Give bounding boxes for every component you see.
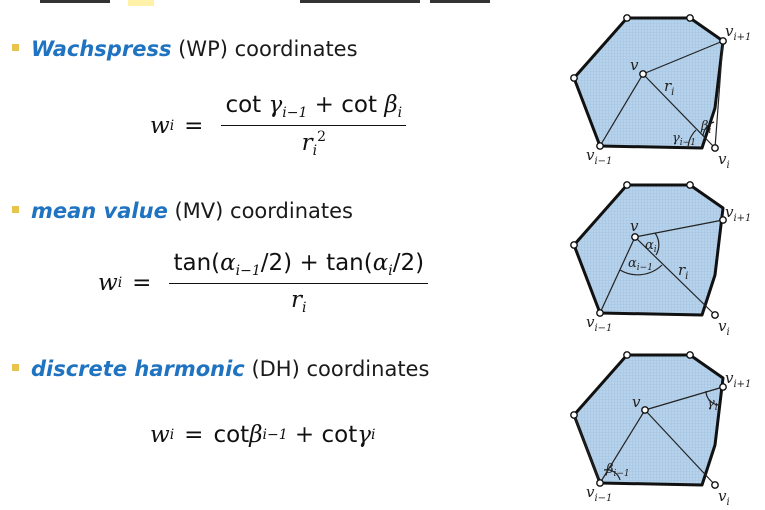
r-symbol: r [301, 130, 313, 156]
subscript: i−1 [282, 105, 308, 121]
discrete-harmonic-diagram: v vi+1 γi βi−1 vi−1 vi [570, 351, 751, 508]
lhs-variable: w [150, 422, 170, 448]
bullet-marker [12, 206, 19, 213]
polygon [572, 353, 725, 487]
label-v: v [630, 217, 639, 235]
fraction: cot γi−1 + cot βi ri2 [221, 92, 407, 159]
spokes [599, 219, 724, 316]
cot-function: cot [213, 422, 250, 448]
label-v-prev: vi−1 [586, 483, 612, 504]
text-fragment [430, 0, 490, 3]
r-symbol: r [291, 287, 303, 313]
label-r: ri [664, 77, 674, 98]
alpha-symbol: α [220, 250, 236, 276]
label-r: ri [678, 261, 688, 282]
label-beta: βi [700, 119, 712, 136]
vertex-points [570, 14, 727, 152]
subscript: i [312, 143, 318, 159]
mean-value-diagram: v vi+1 αi αi−1 ri vi−1 vi [570, 181, 751, 338]
subscript: i [302, 300, 307, 316]
spokes [573, 386, 724, 486]
tan-function: tan( [326, 250, 373, 276]
bullet-marker [12, 44, 19, 51]
polygon [572, 16, 725, 150]
divide-by-two: /2) [260, 250, 293, 276]
cropped-header-strip [0, 0, 765, 14]
label-v-prev: vi−1 [586, 146, 612, 167]
highlight-mark [128, 0, 154, 6]
lhs-subscript: i [117, 275, 123, 291]
text-fragment [300, 0, 420, 3]
term-discrete-harmonic: discrete harmonic [31, 357, 245, 381]
plus-sign: + [292, 250, 327, 276]
label-gamma: γi−1 [672, 131, 696, 148]
lhs-variable: w [150, 112, 170, 139]
vertex-points [570, 351, 727, 489]
text-fragment [40, 0, 110, 3]
heading-suffix: (WP) coordinates [171, 37, 358, 61]
equals-sign: = [184, 112, 204, 139]
cot-function: cot [341, 92, 385, 118]
term-mean-value: mean value [31, 199, 168, 223]
lhs-subscript: i [169, 117, 175, 134]
lhs-subscript: i [169, 427, 175, 443]
subscript: i [397, 105, 403, 121]
beta-symbol: β [249, 422, 263, 448]
label-v-i: vi [718, 150, 730, 171]
label-v: v [630, 56, 639, 74]
equals-sign: = [184, 422, 204, 448]
term-wachspress: Wachspress [31, 37, 172, 61]
vertex-points [570, 181, 727, 319]
numerator: tan(αi−1/2) + tan(αi/2) [169, 250, 429, 284]
tan-function: tan( [173, 250, 221, 276]
label-v-i: vi [718, 317, 730, 338]
label-alpha-prev: αi−1 [628, 256, 653, 273]
fraction: tan(αi−1/2) + tan(αi/2) ri [169, 250, 429, 316]
exponent: 2 [317, 129, 326, 145]
mean-value-heading: mean value (MV) coordinates [12, 198, 353, 224]
label-alpha: αi [645, 238, 657, 255]
gamma-symbol: γ [357, 422, 372, 448]
beta-symbol: β [384, 92, 398, 118]
subscript: i [371, 427, 376, 443]
label-v-i: vi [718, 487, 730, 508]
equals-sign: = [132, 270, 152, 296]
label-v-next: vi+1 [725, 369, 751, 390]
heading-suffix: (DH) coordinates [244, 357, 430, 381]
denominator: ri [291, 284, 306, 316]
subscript: i−1 [235, 263, 261, 279]
wachspress-diagram: v vi+1 ri βi γi−1 vi−1 vi [570, 14, 751, 171]
alpha-symbol: α [372, 250, 389, 276]
label-v-next: vi+1 [725, 22, 751, 43]
subscript: i [388, 263, 393, 279]
discrete-harmonic-heading: discrete harmonic (DH) coordinates [12, 356, 429, 382]
label-v-next: vi+1 [725, 203, 751, 224]
subscript: i−1 [262, 427, 288, 443]
wachspress-heading: Wachspress (WP) coordinates [12, 36, 358, 62]
gamma-symbol: γ [268, 92, 283, 118]
denominator: ri2 [302, 126, 326, 159]
plus-sign: + [307, 92, 342, 118]
divide-by-two: /2) [392, 250, 425, 276]
plus-sign: + [287, 422, 322, 448]
label-v-prev: vi−1 [586, 313, 612, 334]
numerator: cot γi−1 + cot βi [221, 92, 407, 126]
cot-function: cot [321, 422, 358, 448]
label-v: v [632, 393, 641, 411]
label-beta: βi−1 [605, 462, 630, 479]
bullet-marker [12, 364, 19, 371]
lhs-variable: w [98, 270, 118, 296]
spokes [599, 40, 724, 149]
label-gamma: γi [707, 396, 718, 413]
heading-suffix: (MV) coordinates [167, 199, 353, 223]
cot-function: cot [225, 92, 269, 118]
